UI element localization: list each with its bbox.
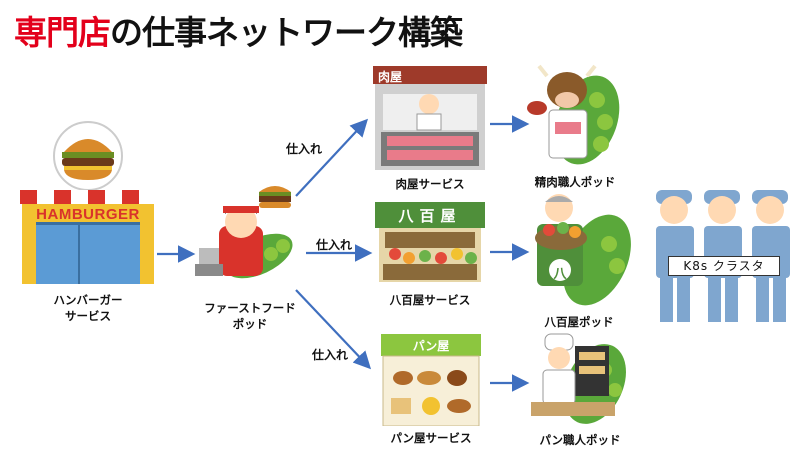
arrow-fastfood-to-bread bbox=[295, 289, 372, 370]
worker-3 bbox=[752, 190, 790, 322]
veg-service-label: 八百屋サービス bbox=[389, 293, 471, 307]
title-rest: の仕事ネットワーク構築 bbox=[110, 13, 463, 52]
bread-pod-baker-icon bbox=[531, 333, 626, 424]
hamburger-service-label-line1: ハンバーガー bbox=[53, 293, 123, 307]
page-title: 専門店の仕事ネットワーク構築 bbox=[14, 6, 463, 54]
hamburger-sign: HAMBURGER bbox=[36, 206, 140, 223]
meat-shop-icon bbox=[373, 66, 487, 170]
edge-label-to-veg: 仕入れ bbox=[316, 238, 353, 252]
bread-shop-icon bbox=[381, 334, 481, 426]
arrow-fastfood-to-meat bbox=[295, 118, 369, 197]
fastfood-pod-label-line1: ファーストフード bbox=[204, 301, 296, 315]
k8s-cluster-workers-icon bbox=[656, 190, 790, 322]
veg-pod-apron-mark: 八 bbox=[553, 267, 567, 282]
meat-service-label: 肉屋サービス bbox=[395, 177, 465, 191]
meat-shop-sign: 肉屋 bbox=[378, 70, 403, 84]
bread-shop-sign: パン屋 bbox=[412, 339, 450, 353]
vegetable-shop-icon bbox=[375, 202, 485, 282]
bread-service-label: パン屋サービス bbox=[390, 431, 472, 445]
vegetable-shop-sign: 八百屋 bbox=[398, 207, 462, 225]
veg-pod-worker-icon bbox=[535, 194, 631, 306]
hamburger-shop-icon bbox=[20, 121, 156, 284]
veg-pod-label: 八百屋ポッド bbox=[544, 315, 614, 329]
edge-label-to-meat: 仕入れ bbox=[286, 142, 323, 156]
bread-pod-label: パン職人ポッド bbox=[539, 433, 621, 447]
hamburger-service-label-line2: サービス bbox=[65, 309, 111, 323]
meat-pod-cow-icon bbox=[527, 64, 620, 165]
fastfood-worker-icon bbox=[195, 186, 293, 279]
meat-pod-label: 精肉職人ポッド bbox=[534, 175, 616, 189]
title-highlight: 専門店 bbox=[14, 13, 111, 52]
k8s-cluster-label: K8s クラスタ bbox=[668, 256, 780, 276]
edge-label-to-bread: 仕入れ bbox=[312, 348, 349, 362]
fastfood-pod-label-line2: ポッド bbox=[232, 317, 268, 331]
